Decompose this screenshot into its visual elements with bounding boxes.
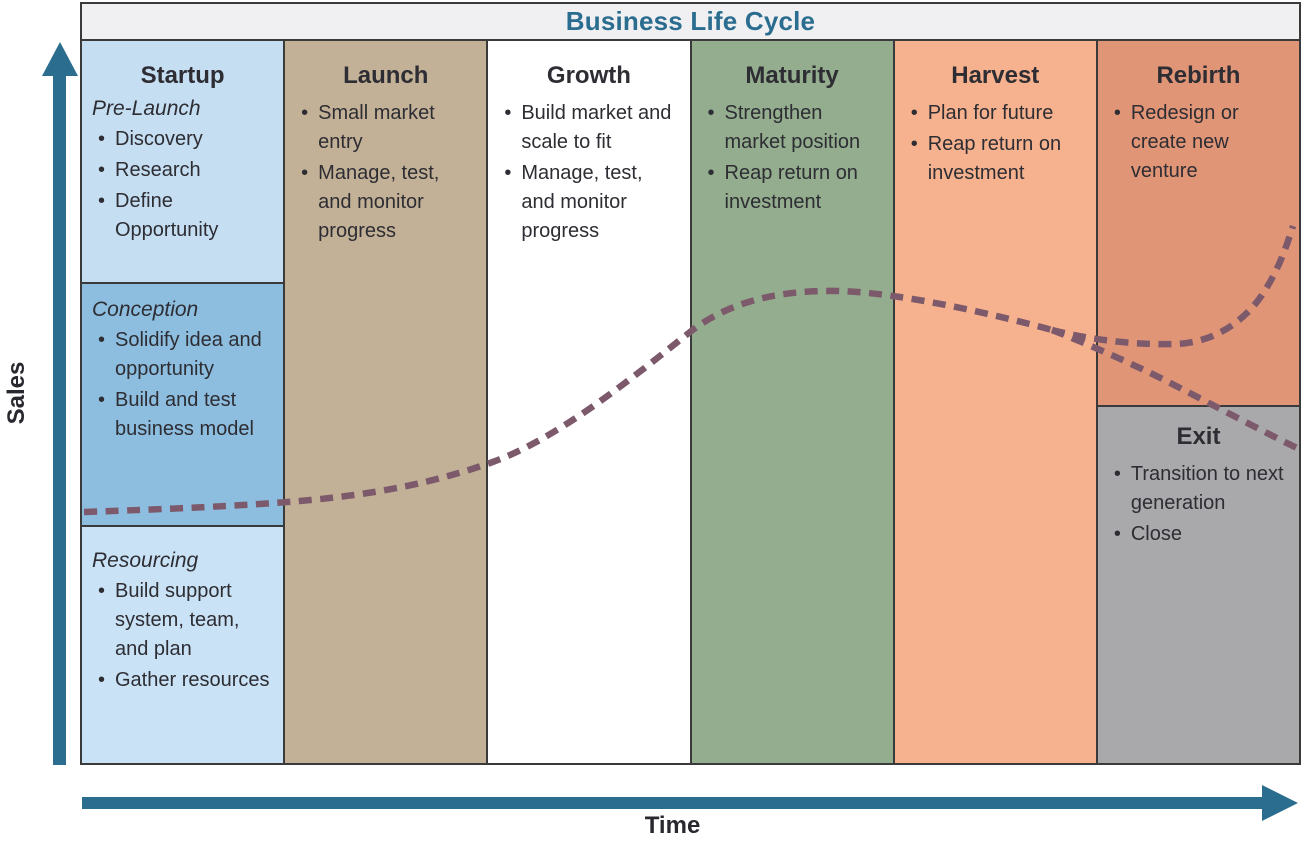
harvest-heading: Harvest [951, 62, 1040, 89]
conception-bullet-list: Solidify idea and opportunity Build and … [82, 326, 283, 446]
sales-axis-arrow [53, 74, 66, 765]
list-item: Reap return on investment [907, 130, 1086, 188]
list-item: Close [1110, 520, 1289, 549]
stage-column-growth: Growth Build market and scale to fit Man… [488, 41, 692, 763]
list-item: Redesign or create new venture [1110, 99, 1289, 186]
list-item: Reap return on investment [704, 159, 883, 217]
list-item: Build and test business model [94, 386, 273, 444]
list-item: Manage, test, and monitor progress [297, 159, 476, 246]
rebirth-heading: Rebirth [1156, 62, 1241, 89]
list-item: Manage, test, and monitor progress [500, 159, 679, 246]
prelaunch-bullet-list: Discovery Research Define Opportunity [82, 125, 283, 247]
startup-conception-section: Conception Solidify idea and opportunity… [82, 284, 284, 527]
business-life-cycle-diagram: Business Life Cycle Startup Pre-Launch D… [80, 2, 1301, 765]
rebirth-section: Rebirth Redesign or create new venture [1097, 41, 1300, 405]
title-bar: Business Life Cycle [82, 4, 1299, 41]
prelaunch-subheading: Pre-Launch [92, 97, 201, 120]
stage-column-launch: Launch Small market entry Manage, test, … [285, 41, 489, 763]
list-item: Plan for future [907, 99, 1086, 128]
time-axis-arrowhead-icon [1262, 785, 1298, 821]
time-axis-label: Time [644, 812, 701, 839]
list-item: Discovery [94, 125, 273, 154]
maturity-bullet-list: Strengthen market position Reap return o… [692, 99, 893, 219]
exit-heading: Exit [1176, 422, 1221, 450]
launch-heading: Launch [343, 62, 429, 89]
stage-column-maturity: Maturity Strengthen market position Reap… [691, 41, 895, 763]
growth-heading: Growth [546, 62, 631, 89]
maturity-heading: Maturity [745, 62, 839, 89]
exit-bullet-list: Transition to next generation Close [1098, 460, 1299, 551]
list-item: Gather resources [94, 666, 273, 695]
list-item: Small market entry [297, 99, 476, 157]
resourcing-bullet-list: Build support system, team, and plan Gat… [82, 577, 283, 697]
startup-resourcing-section: Resourcing Build support system, team, a… [82, 526, 284, 763]
page-title: Business Life Cycle [565, 6, 816, 36]
resourcing-subheading: Resourcing [92, 548, 199, 572]
startup-heading: Startup [140, 62, 225, 89]
rebirth-bullet-list: Redesign or create new venture [1098, 99, 1299, 188]
list-item: Strengthen market position [704, 99, 883, 157]
growth-bullet-list: Build market and scale to fit Manage, te… [488, 99, 689, 248]
list-item: Solidify idea and opportunity [94, 326, 273, 384]
harvest-bullet-list: Plan for future Reap return on investmen… [895, 99, 1096, 190]
stage-columns: Startup Pre-Launch Discovery Research De… [82, 41, 1300, 763]
startup-prelaunch-section: Startup Pre-Launch Discovery Research De… [82, 41, 284, 285]
conception-subheading: Conception [92, 298, 199, 322]
launch-bullet-list: Small market entry Manage, test, and mon… [285, 99, 486, 248]
list-item: Research [94, 156, 273, 185]
sales-axis-arrowhead-icon [42, 42, 78, 76]
exit-section: Exit Transition to next generation Close [1097, 404, 1300, 763]
list-item: Transition to next generation [1110, 460, 1289, 518]
stage-column-rebirth: Rebirth Redesign or create new venture E… [1097, 41, 1300, 763]
list-item: Build market and scale to fit [500, 99, 679, 157]
time-axis-arrow [82, 797, 1263, 809]
stage-column-harvest: Harvest Plan for future Reap return on i… [894, 41, 1098, 763]
stage-column-startup: Startup Pre-Launch Discovery Research De… [82, 41, 286, 763]
sales-axis-label: Sales [3, 361, 30, 425]
list-item: Define Opportunity [94, 187, 273, 245]
list-item: Build support system, team, and plan [94, 577, 273, 664]
